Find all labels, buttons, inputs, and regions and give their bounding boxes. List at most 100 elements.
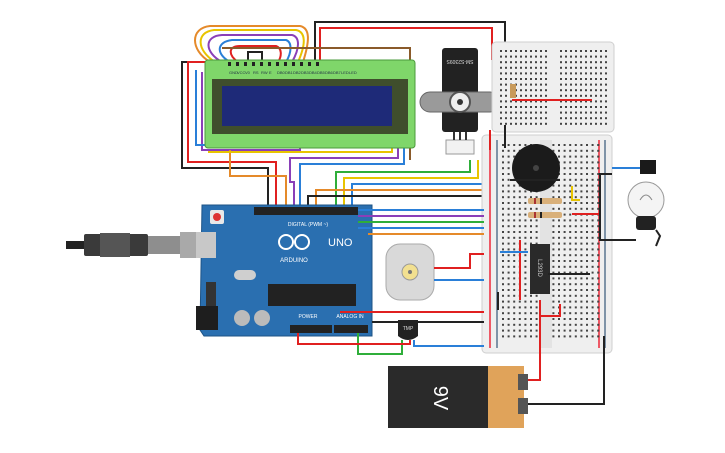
breadboard-hole [580, 202, 583, 204]
breadboard-hole [591, 207, 594, 210]
motor-driver-chip[interactable]: L293D [530, 244, 550, 294]
breadboard-hole [605, 117, 607, 120]
breadboard-hole [530, 231, 532, 233]
breadboard-hole [565, 61, 567, 64]
breadboard-hole [574, 289, 577, 291]
breadboard-hole [530, 50, 532, 52]
breadboard-hole [558, 329, 560, 332]
breadboard-hole [558, 184, 560, 187]
switch-module[interactable] [640, 160, 656, 174]
breadboard-hole [580, 100, 582, 103]
light-bulb[interactable] [627, 181, 665, 230]
breadboard-hole [580, 260, 583, 262]
breadboard-hole [575, 50, 577, 52]
arduino-logo-icon [278, 234, 310, 250]
usb-cable [66, 232, 210, 258]
breadboard-hole [518, 196, 521, 199]
breadboard-hole [507, 277, 510, 280]
breadboard-hole [518, 329, 521, 332]
breadboard-hole [575, 83, 577, 86]
breadboard-hole [560, 94, 562, 97]
breadboard-hole [535, 318, 538, 320]
breadboard-hole [605, 94, 607, 97]
breadboard-hole [591, 260, 594, 262]
sensor-wires [297, 311, 484, 355]
breadboard-hole [502, 318, 504, 320]
breadboard-hole [502, 312, 504, 315]
breadboard-hole [558, 248, 560, 251]
breadboard-hole [597, 254, 600, 257]
breadboard-hole [560, 122, 562, 125]
breadboard-hole [575, 61, 577, 64]
breadboard-hole [535, 94, 537, 97]
breadboard-hole [574, 207, 577, 210]
breadboard-hole [502, 225, 504, 228]
breadboard-hole [513, 294, 516, 297]
breadboard-hole [560, 55, 562, 58]
mini-breadboard[interactable] [491, 41, 615, 133]
breadboard-hole [525, 61, 527, 64]
lcd-pin-label: DB0 [277, 70, 286, 75]
breadboard-hole [595, 111, 597, 114]
breadboard-hole [563, 289, 566, 291]
lcd-pin-label: LED [349, 70, 357, 75]
breadboard-hole [570, 55, 572, 58]
breadboard-hole [510, 72, 512, 75]
breadboard-hole [502, 202, 504, 204]
lcd-pin-label: V0 [245, 70, 251, 75]
temperature-sensor[interactable]: TMP [398, 320, 418, 340]
breadboard-hole [525, 94, 527, 97]
breadboard-hole [502, 260, 504, 262]
battery-9v[interactable]: 9V [388, 366, 528, 428]
breadboard-hole [565, 106, 567, 108]
battery-label: 9V [429, 386, 451, 411]
breadboard-hole [585, 55, 587, 58]
breadboard-hole [530, 100, 532, 103]
breadboard-hole [586, 271, 588, 274]
breadboard-hole [530, 55, 532, 58]
arduino-uno[interactable]: DIGITAL (PWM ~) POWER ANALOG IN ARDUINO … [196, 204, 373, 337]
breadboard-hole [580, 111, 582, 114]
breadboard-hole [505, 61, 507, 64]
breadboard-hole [535, 300, 538, 303]
breadboard-hole [525, 72, 527, 75]
breadboard-hole [597, 207, 600, 210]
breadboard-hole [524, 236, 527, 239]
breadboard-hole [590, 50, 592, 52]
breadboard-hole [535, 117, 537, 120]
breadboard-hole [552, 231, 555, 233]
breadboard-hole [570, 72, 572, 75]
breadboard-hole [565, 78, 567, 80]
breadboard-hole [507, 149, 510, 152]
breadboard-hole [535, 335, 538, 338]
breadboard-hole [574, 254, 577, 257]
breadboard-hole [569, 277, 572, 280]
breadboard-hole [580, 173, 583, 175]
servo-motor[interactable]: SM-S2309S [419, 48, 501, 155]
breadboard-hole [502, 306, 504, 309]
breadboard-hole [507, 173, 510, 175]
breadboard-hole [597, 167, 600, 170]
breadboard-hole [585, 83, 587, 86]
breadboard-hole [507, 178, 510, 181]
breadboard-hole [535, 50, 537, 52]
breadboard-hole [507, 318, 510, 320]
breadboard-hole [513, 231, 516, 233]
breadboard-hole [530, 242, 532, 245]
breadboard-hole [586, 225, 588, 228]
breadboard-hole [560, 117, 562, 120]
breadboard-hole [574, 161, 577, 164]
breadboard-hole [530, 300, 532, 303]
dc-motor[interactable] [385, 243, 435, 301]
breadboard-hole [560, 89, 562, 92]
breadboard-hole [545, 106, 547, 108]
breadboard-hole [558, 207, 560, 210]
breadboard-hole [563, 306, 566, 309]
breadboard-hole [565, 94, 567, 97]
piezo-buzzer[interactable] [512, 144, 560, 192]
breadboard-hole [597, 149, 600, 152]
power-jack [196, 306, 218, 330]
breadboard-hole [569, 167, 572, 170]
breadboard-hole [591, 335, 594, 338]
breadboard-hole [525, 106, 527, 108]
